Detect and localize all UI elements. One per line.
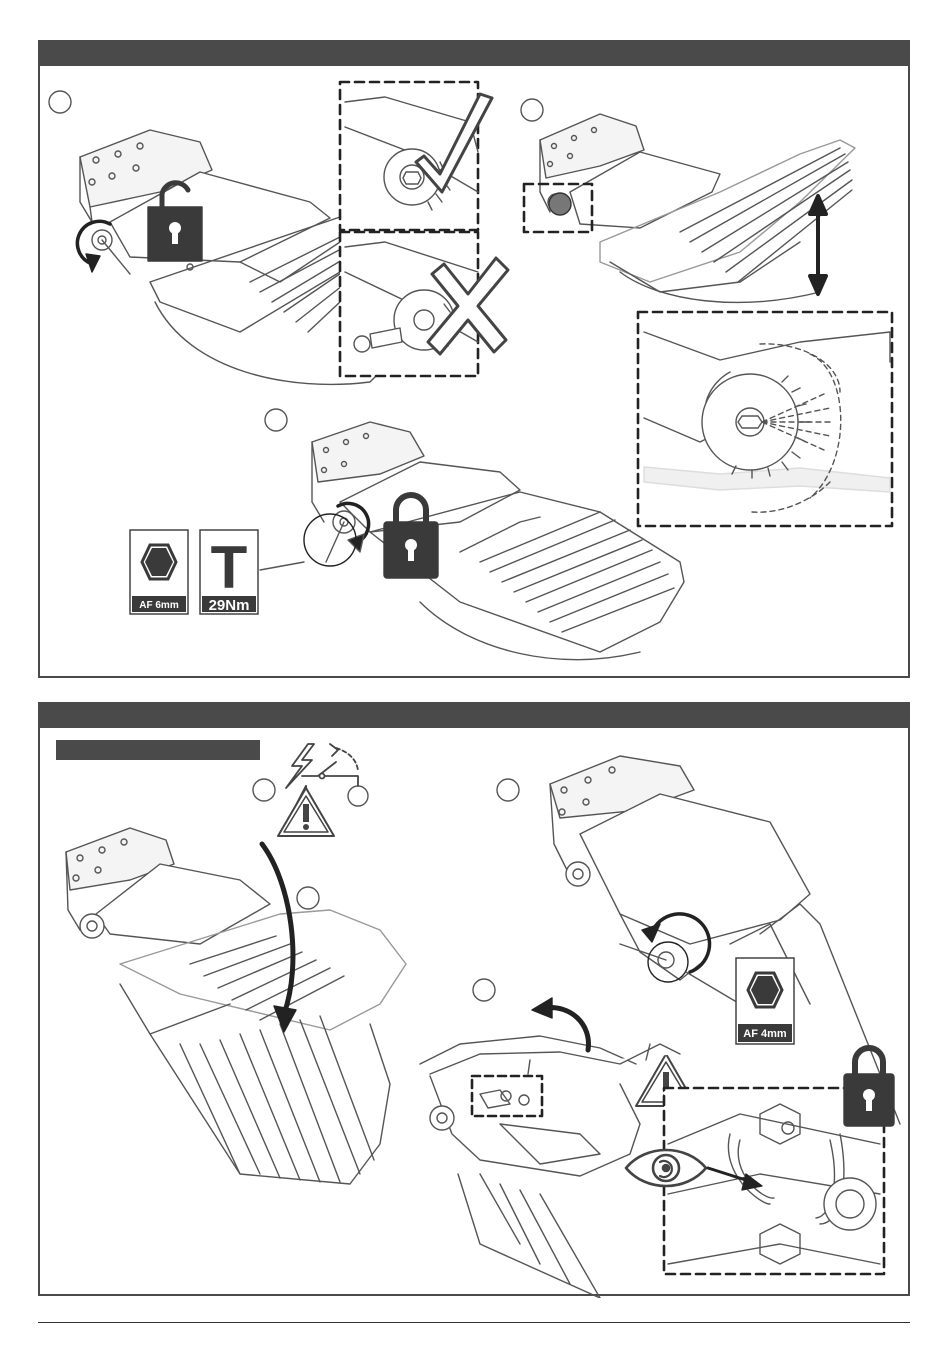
step-marker-e <box>473 979 495 1001</box>
tilt-adjustment-panel: AF 6mm T 29Nm <box>38 40 910 678</box>
hex-size-label-bottom: AF 4mm <box>743 1028 787 1040</box>
step-marker-c <box>297 887 319 909</box>
step-marker-b <box>348 786 368 806</box>
luminaire-lowering-drawing <box>66 828 406 1184</box>
luminaire-drawing-1 <box>77 130 380 384</box>
luminaire-unscrew-drawing <box>550 756 900 1124</box>
incorrect-bolt-inset <box>340 232 508 376</box>
cover-opening-illustration: AF 4mm <box>40 704 912 1298</box>
cover-opening-panel: AF 4mm <box>38 702 910 1296</box>
step-marker-1 <box>49 91 71 113</box>
step-marker-3 <box>265 409 287 431</box>
section-subtitle-bar <box>56 740 260 760</box>
hex-size-label-top: AF 6mm <box>139 600 179 611</box>
lower-cover-arrow <box>262 844 293 1014</box>
warning-triangle-icon <box>278 786 334 836</box>
tilt-dial-inset <box>638 312 892 526</box>
lock-icon-2 <box>844 1048 894 1126</box>
tilt-range-arrow <box>810 196 826 294</box>
correct-bolt-inset <box>340 82 492 230</box>
step-marker-a <box>253 779 275 801</box>
torque-letter: T <box>211 534 248 601</box>
step-marker-2 <box>521 99 543 121</box>
torque-value-label: 29Nm <box>209 597 250 614</box>
tilt-adjustment-illustration: AF 6mm T 29Nm <box>40 42 912 680</box>
step-marker-d <box>497 779 519 801</box>
luminaire-drawing-2 <box>524 114 855 302</box>
footer-rule <box>38 1322 910 1323</box>
luminaire-drawing-3 <box>260 422 684 660</box>
lightning-switch-icon <box>286 744 358 788</box>
